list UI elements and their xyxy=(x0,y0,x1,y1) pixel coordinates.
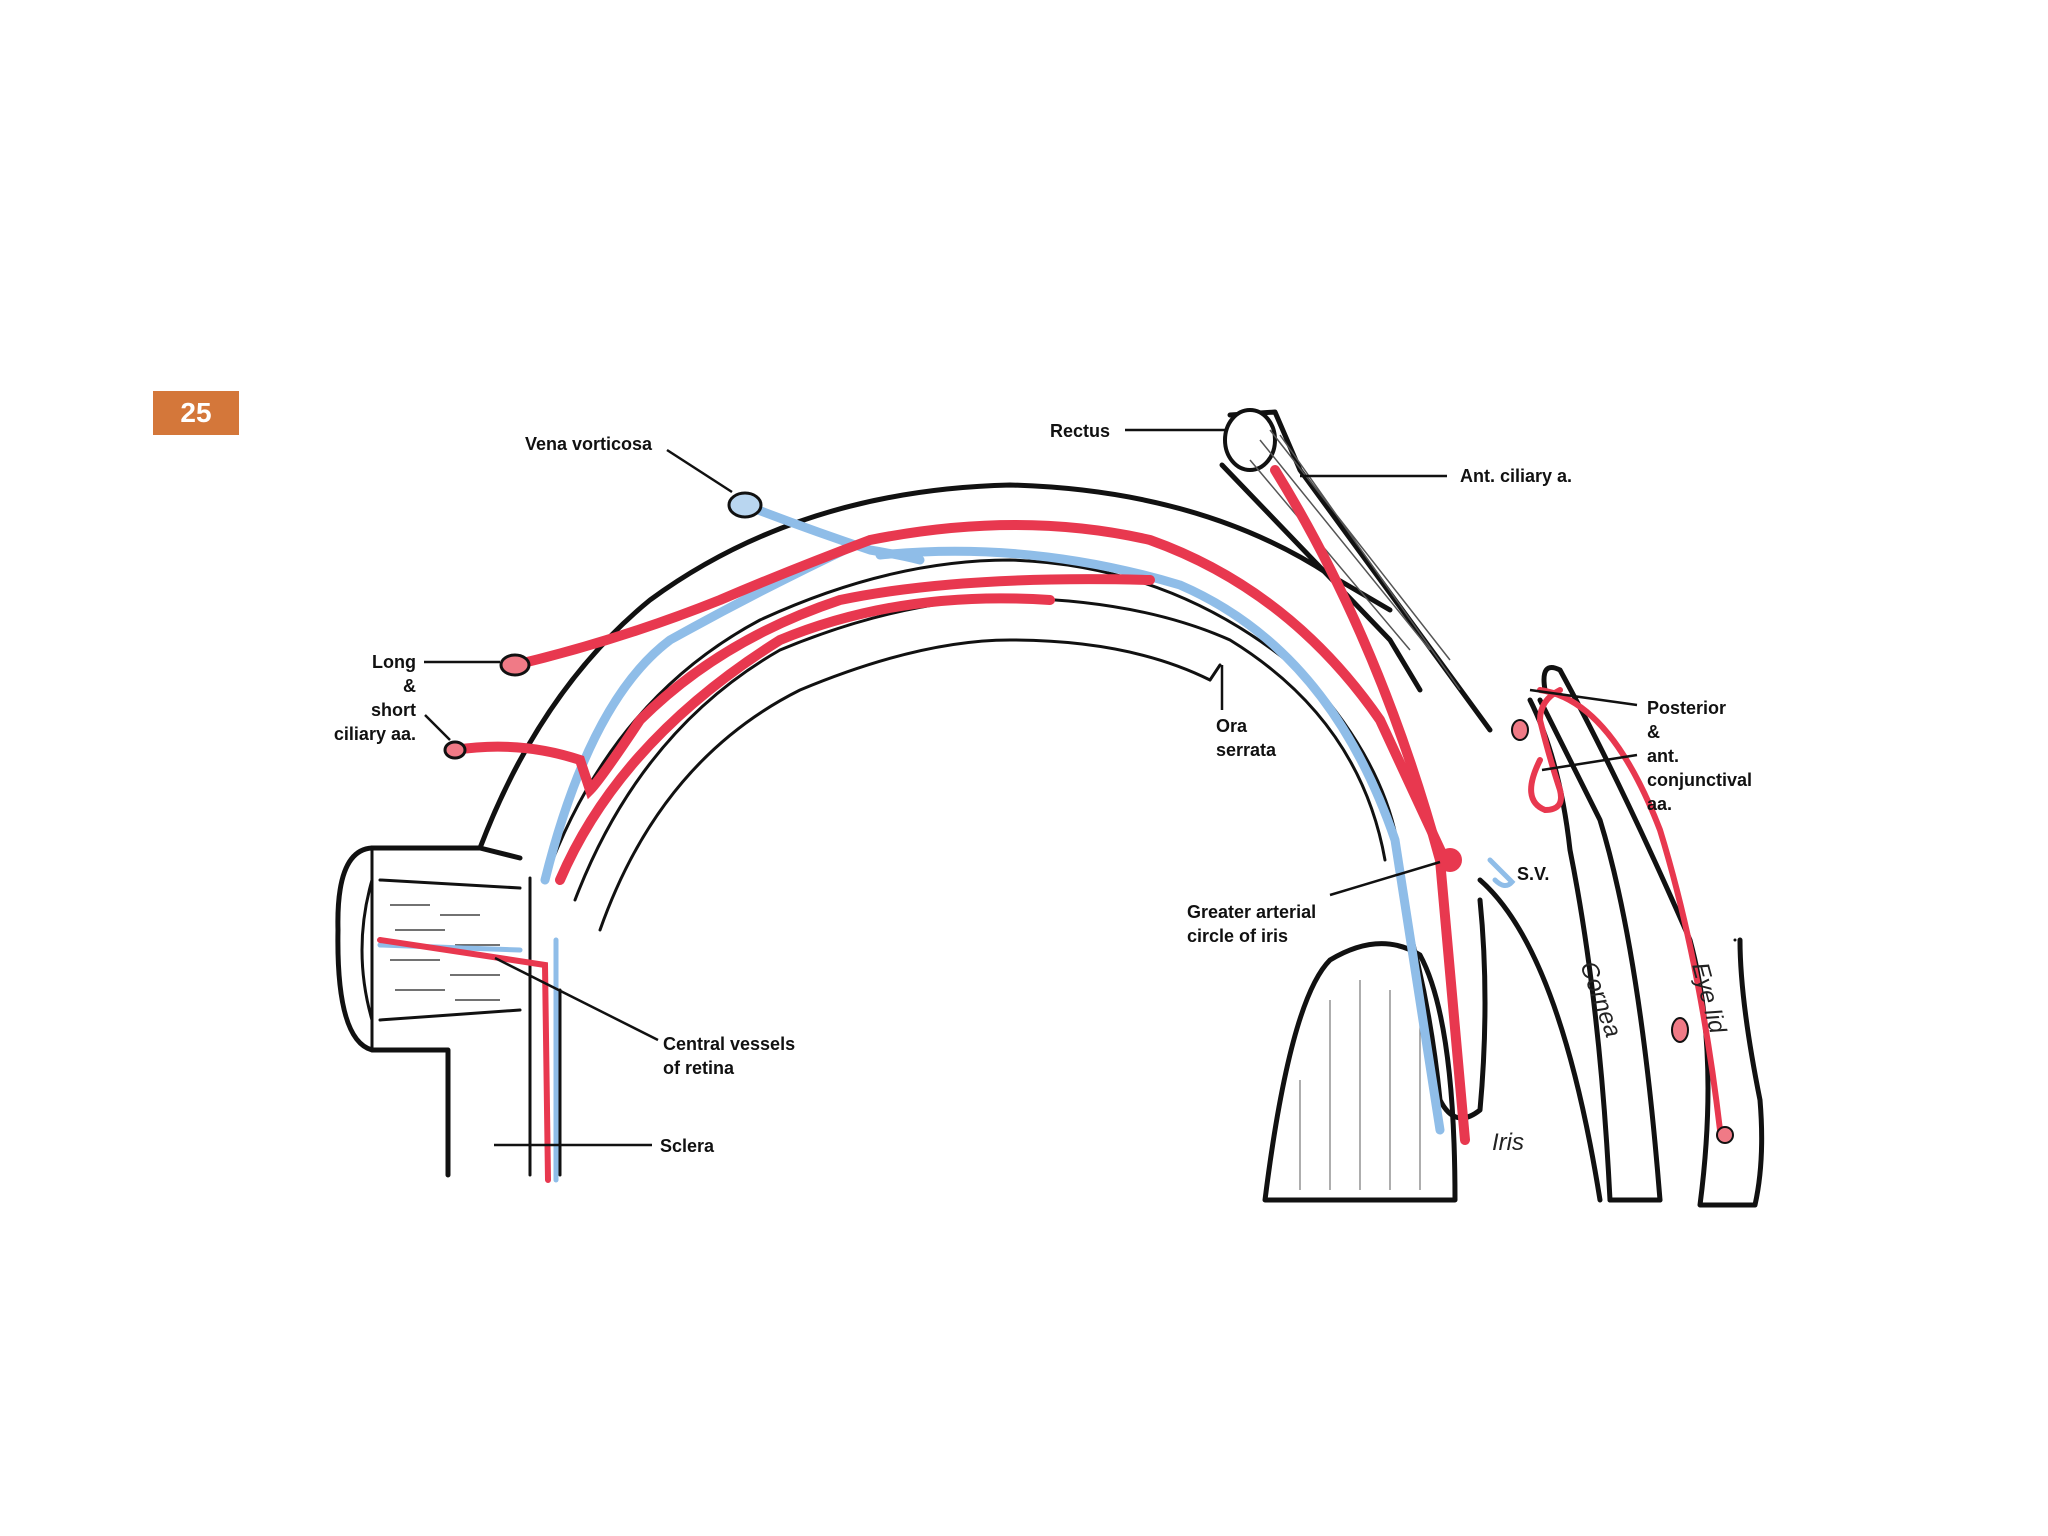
label-long-amp: & xyxy=(403,676,416,696)
label-cornea: Cornea xyxy=(1574,958,1626,1041)
label-posterior: Posterior xyxy=(1647,698,1726,718)
label-posterior-amp: & xyxy=(1647,722,1660,742)
rectus-muscle xyxy=(1219,408,1493,733)
slide-number-badge: 25 xyxy=(153,391,239,435)
label-of-retina: of retina xyxy=(663,1058,735,1078)
vena-vorticosa xyxy=(377,491,1445,1183)
label-serrata: serrata xyxy=(1216,740,1277,760)
leader-lines xyxy=(424,428,1638,1147)
label-ora: Ora xyxy=(1216,716,1248,736)
label-sclera: Sclera xyxy=(660,1136,715,1156)
label-central-vessels: Central vessels xyxy=(663,1034,795,1054)
label-short: short xyxy=(371,700,416,720)
label-eyelid: Eye lid xyxy=(1686,960,1731,1037)
optic-nerve xyxy=(335,845,562,1178)
scleral-venous-sinus xyxy=(1487,857,1516,888)
label-aa: aa. xyxy=(1647,794,1672,814)
label-conjunctival: conjunctival xyxy=(1647,770,1752,790)
label-greater-arterial: Greater arterial xyxy=(1187,902,1316,922)
label-ciliary-aa: ciliary aa. xyxy=(334,724,416,744)
arteries xyxy=(377,465,1734,1183)
label-long: Long xyxy=(372,652,416,672)
label-sv: S.V. xyxy=(1517,864,1549,884)
label-iris: Iris xyxy=(1492,1129,1524,1156)
label-ant: ant. xyxy=(1647,746,1679,766)
label-vena-vorticosa: Vena vorticosa xyxy=(525,434,653,454)
label-rectus: Rectus xyxy=(1050,421,1110,441)
label-ant-ciliary: Ant. ciliary a. xyxy=(1460,466,1572,486)
label-circle-of-iris: circle of iris xyxy=(1187,926,1288,946)
